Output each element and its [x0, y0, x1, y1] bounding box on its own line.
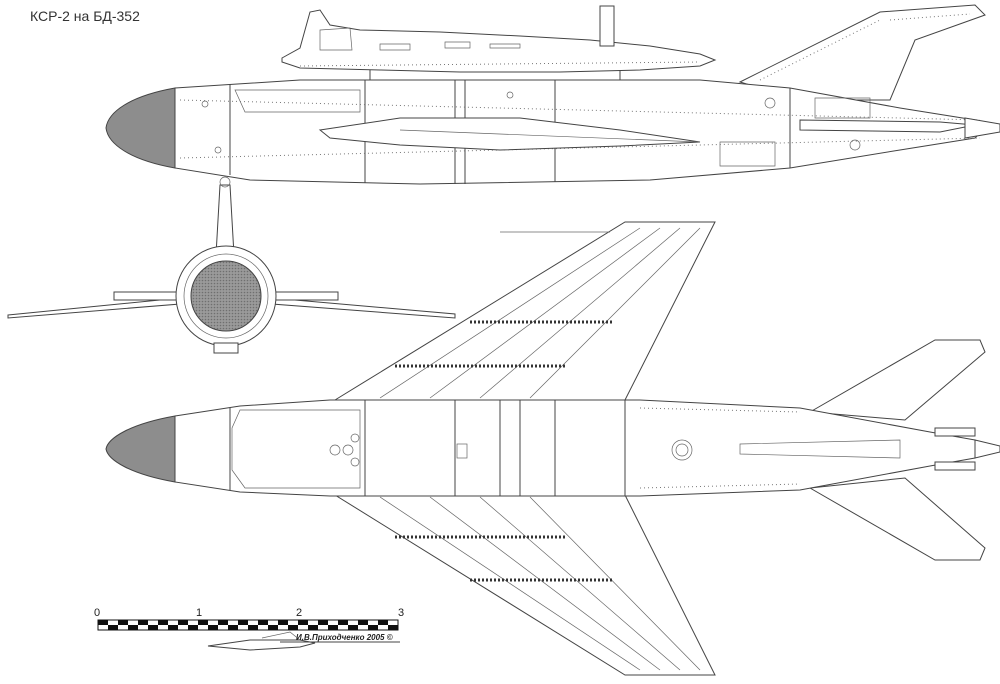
scale-cell: [198, 625, 208, 630]
scale-cell: [158, 620, 168, 625]
scale-tick-label: 0: [94, 607, 100, 619]
scale-cell: [328, 625, 338, 630]
scale-cell: [348, 620, 358, 625]
scale-cell: [388, 620, 398, 625]
top-nose-cone: [105, 415, 176, 483]
scale-tick-label: 3: [398, 607, 404, 619]
scale-cell: [208, 625, 218, 630]
scale-cell: [118, 625, 128, 630]
scale-cell: [298, 625, 308, 630]
scale-cell: [378, 620, 388, 625]
scale-cell: [138, 625, 148, 630]
scale-cell: [308, 620, 318, 625]
scale-cell: [278, 620, 288, 625]
scale-cell: [238, 625, 248, 630]
scale-cell: [178, 625, 188, 630]
scale-cell: [148, 625, 158, 630]
front-view: [7, 176, 456, 354]
scale-cell: [138, 620, 148, 625]
scale-cell: [208, 620, 218, 625]
scale-cell: [368, 620, 378, 625]
scale-cell: [128, 625, 138, 630]
scale-cell: [248, 620, 258, 625]
vertical-tail: [738, 4, 986, 101]
scale-cell: [298, 620, 308, 625]
scale-cell: [308, 625, 318, 630]
side-nose-cone: [105, 87, 176, 169]
front-wing-right: [271, 297, 456, 319]
scale-cell: [228, 620, 238, 625]
scale-cell: [158, 625, 168, 630]
scale-cell: [268, 625, 278, 630]
scale-cell: [128, 620, 138, 625]
top-nozzle: [974, 439, 1000, 459]
top-wing-lower: [333, 494, 716, 676]
side-wing: [318, 117, 701, 151]
scale-cell: [348, 625, 358, 630]
scale-cell: [338, 625, 348, 630]
scale-cell: [358, 625, 368, 630]
scale-cell: [358, 620, 368, 625]
scale-tick-label: 2: [296, 607, 302, 619]
side-stabilizer: [799, 119, 976, 133]
front-wing-left: [7, 297, 181, 319]
scale-cell: [368, 625, 378, 630]
scale-cell: [328, 620, 338, 625]
scale-cell: [338, 620, 348, 625]
scale-cell: [388, 625, 398, 630]
scale-cell: [178, 620, 188, 625]
scale-cell: [278, 625, 288, 630]
scale-cell: [288, 625, 298, 630]
scale-cell: [288, 620, 298, 625]
scale-cell: [378, 625, 388, 630]
scale-cell: [198, 620, 208, 625]
scale-cell: [188, 620, 198, 625]
top-stabilizer-lower: [808, 477, 986, 561]
scale-cell: [98, 625, 108, 630]
author-signature: И.В.Приходченко 2005 ©: [296, 633, 393, 642]
scale-cell: [218, 620, 228, 625]
scale-bar: 0 1 2 3 И.В.Приходченко 2005 ©: [94, 607, 404, 651]
scale-cell: [238, 620, 248, 625]
scale-cell: [188, 625, 198, 630]
scale-cell: [248, 625, 258, 630]
scale-checker-bar: [97, 619, 399, 631]
scale-cell: [268, 620, 278, 625]
scale-cell: [168, 620, 178, 625]
scale-cell: [118, 620, 128, 625]
scale-cell: [258, 625, 268, 630]
front-fin: [215, 184, 235, 256]
scale-frame: [97, 619, 399, 631]
scale-cell: [148, 620, 158, 625]
top-stabilizer-upper: [808, 339, 986, 421]
front-nose-disc: [190, 260, 262, 332]
scale-cell: [108, 625, 118, 630]
scale-cell: [318, 625, 328, 630]
scale-cell: [318, 620, 328, 625]
scale-cell: [98, 620, 108, 625]
scale-cell: [218, 625, 228, 630]
scale-tick-label: 1: [196, 607, 202, 619]
scale-cell: [258, 620, 268, 625]
drawing-title: КСР-2 на БД-352: [30, 8, 140, 24]
scale-cell: [168, 625, 178, 630]
side-view: [105, 4, 1000, 185]
scale-cell: [108, 620, 118, 625]
top-view: [105, 221, 1000, 676]
scale-cell: [228, 625, 238, 630]
side-nozzle: [964, 117, 1000, 139]
